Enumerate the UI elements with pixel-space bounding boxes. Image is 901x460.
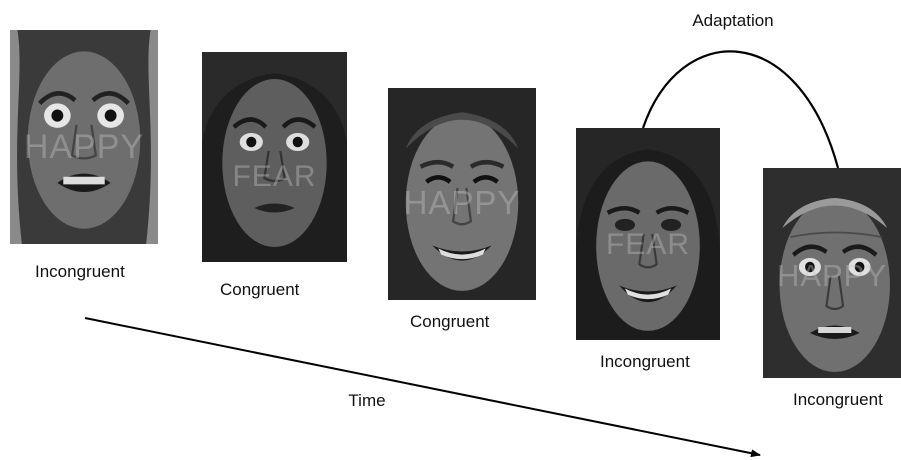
- adaptation-arc: [641, 50, 840, 169]
- fear-face-drawing: [779, 198, 890, 372]
- time-arrow: [84, 317, 761, 458]
- trial-2-face-image: FEAR: [202, 52, 347, 262]
- fear-face-drawing: [10, 30, 158, 244]
- time-label: Time: [348, 391, 385, 410]
- trial-2-condition-label: Congruent: [220, 280, 300, 299]
- happy-face-drawing: [405, 112, 519, 291]
- trial-4-face-image: FEAR: [576, 128, 720, 340]
- trial-3-condition-label: Congruent: [410, 312, 490, 331]
- happy-face-drawing: [576, 128, 720, 331]
- fear-face-drawing: [202, 52, 347, 247]
- trial-4-condition-label: Incongruent: [600, 352, 690, 371]
- trial-5-condition-label: Incongruent: [793, 390, 883, 409]
- trial-5-face-image: HAPPY: [763, 168, 901, 378]
- trial-1-condition-label: Incongruent: [35, 262, 125, 281]
- adaptation-label: Adaptation: [692, 11, 773, 30]
- trial-3-face-image: HAPPY: [388, 88, 536, 300]
